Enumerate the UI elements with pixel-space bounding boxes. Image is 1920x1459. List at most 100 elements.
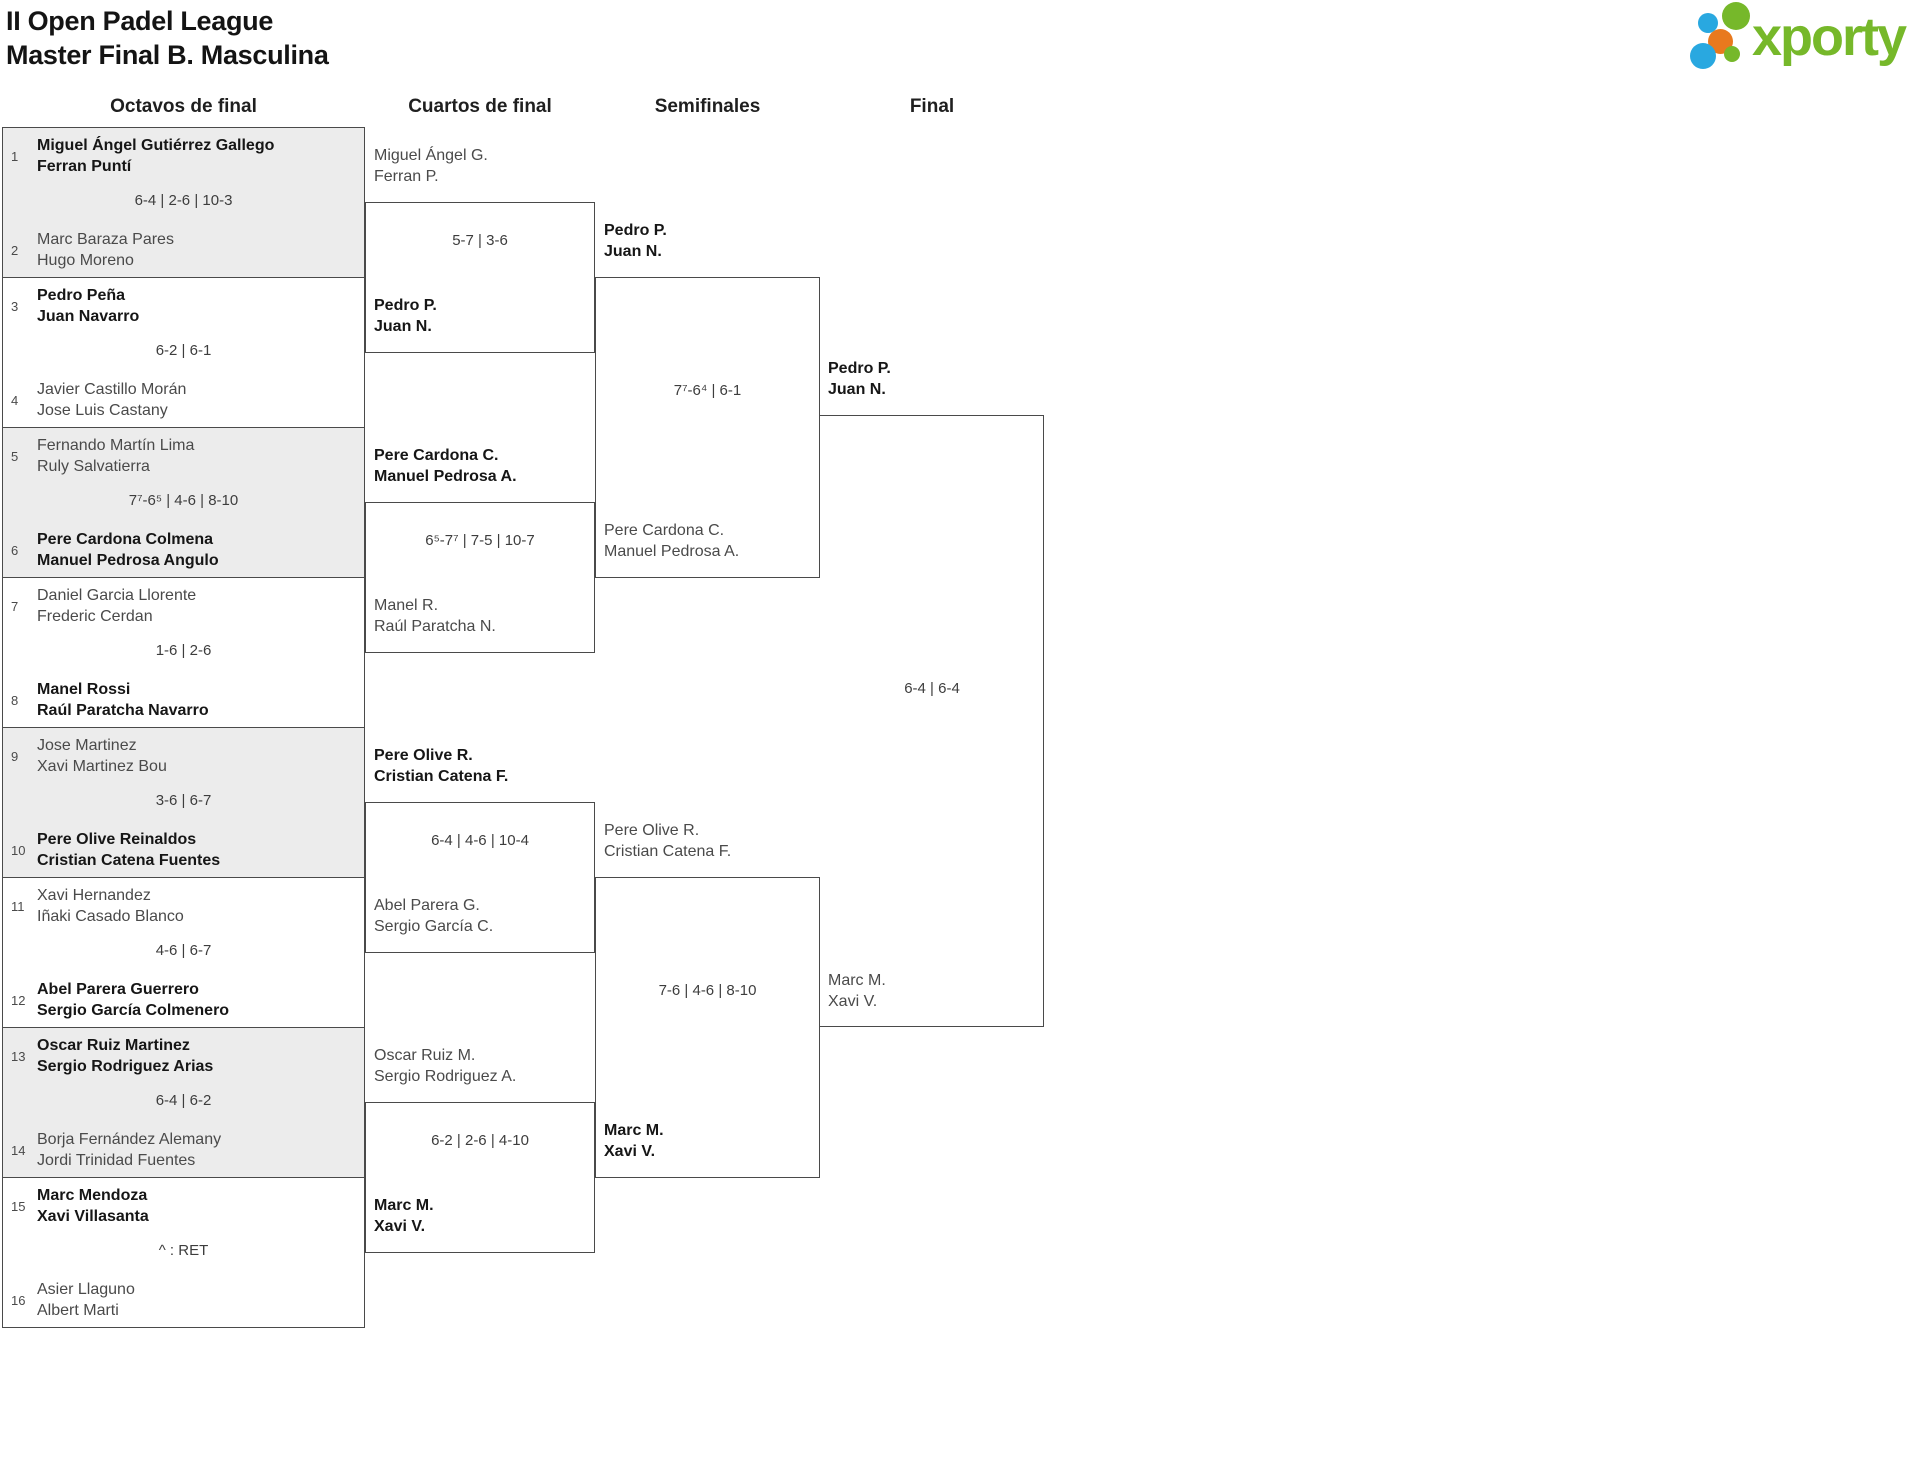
seed-number: 15 bbox=[11, 1198, 26, 1214]
match-score: 7⁷-6⁵ | 4-6 | 8-10 bbox=[128, 492, 239, 509]
qf3-team-bottom: Abel Parera G.Sergio García C. bbox=[374, 897, 494, 935]
round-header-octavos: Octavos de final bbox=[110, 96, 257, 117]
final-score: 6-4 | 6-4 bbox=[904, 680, 960, 697]
xporty-logo[interactable]: xporty bbox=[1688, 0, 1920, 78]
match-score: 6-4 | 2-6 | 10-3 bbox=[134, 192, 233, 209]
match-score: 1-6 | 2-6 bbox=[155, 642, 212, 659]
seed-number: 14 bbox=[11, 1142, 26, 1158]
sf1-score: 7⁷-6⁴ | 6-1 bbox=[673, 382, 742, 399]
seed-number: 9 bbox=[11, 748, 19, 764]
seed-number: 6 bbox=[11, 542, 19, 558]
sf2-team-top: Pere Olive R.Cristian Catena F. bbox=[604, 822, 732, 860]
qf-match-1-box bbox=[365, 202, 595, 353]
seed-number: 3 bbox=[11, 298, 19, 314]
seed-number: 8 bbox=[11, 692, 19, 708]
qf-match-3-box bbox=[365, 802, 595, 953]
logo-dot-blue-small-icon bbox=[1698, 13, 1718, 33]
match-score: 4-6 | 6-7 bbox=[155, 942, 212, 959]
seed-number: 11 bbox=[11, 898, 25, 914]
qf4-team-bottom: Marc M.Xavi V. bbox=[374, 1197, 434, 1235]
qf4-score: 6-2 | 2-6 | 4-10 bbox=[431, 1132, 529, 1149]
final-match-box bbox=[820, 415, 1044, 1027]
qf-match-2-box bbox=[365, 502, 595, 653]
seed-number: 16 bbox=[11, 1292, 26, 1308]
qf2-team-bottom: Manel R.Raúl Paratcha N. bbox=[374, 597, 496, 635]
match-score: 6-4 | 6-2 bbox=[155, 1092, 212, 1109]
seed-number: 7 bbox=[11, 598, 19, 614]
qf2-score: 6⁵-7⁷ | 7-5 | 10-7 bbox=[425, 532, 535, 549]
sf2-team-bottom: Marc M.Xavi V. bbox=[604, 1122, 664, 1160]
round-header-final: Final bbox=[909, 96, 955, 117]
qf4-team-top: Oscar Ruiz M.Sergio Rodriguez A. bbox=[374, 1047, 517, 1085]
qf2-team-top: Pere Cardona C.Manuel Pedrosa A. bbox=[374, 447, 517, 485]
logo-wordmark: xporty bbox=[1752, 7, 1907, 67]
seed-number: 2 bbox=[11, 242, 19, 258]
qf1-team-top: Miguel Ángel G.Ferran P. bbox=[374, 147, 488, 185]
qf-match-4-box bbox=[365, 1102, 595, 1253]
qf1-score: 5-7 | 3-6 bbox=[452, 232, 508, 249]
logo-dot-green-small-icon bbox=[1724, 46, 1740, 62]
match-score: ^ : RET bbox=[158, 1242, 209, 1259]
final-team-top: Pedro P.Juan N. bbox=[828, 360, 891, 398]
seed-number: 1 bbox=[11, 148, 19, 164]
qf3-team-top: Pere Olive R.Cristian Catena F. bbox=[374, 747, 509, 785]
sf2-score: 7-6 | 4-6 | 8-10 bbox=[658, 982, 757, 999]
qf1-team-bottom: Pedro P.Juan N. bbox=[374, 297, 437, 335]
final-team-bottom: Marc M.Xavi V. bbox=[828, 972, 886, 1010]
sf-match-1-box bbox=[595, 277, 820, 578]
logo-dot-blue-large-icon bbox=[1690, 43, 1716, 69]
round-header-cuartos: Cuartos de final bbox=[408, 96, 552, 117]
sf1-team-bottom: Pere Cardona C.Manuel Pedrosa A. bbox=[604, 522, 740, 560]
seed-number: 4 bbox=[11, 392, 19, 408]
seed-number: 13 bbox=[11, 1048, 26, 1064]
seed-number: 10 bbox=[11, 842, 26, 858]
qf3-score: 6-4 | 4-6 | 10-4 bbox=[431, 832, 529, 849]
sf-match-2-box bbox=[595, 877, 820, 1178]
match-score: 3-6 | 6-7 bbox=[155, 792, 212, 809]
round-header-semifinales: Semifinales bbox=[654, 96, 761, 117]
sf1-team-top: Pedro P.Juan N. bbox=[604, 222, 667, 260]
seed-number: 5 bbox=[11, 448, 19, 464]
logo-dot-green-large-icon bbox=[1722, 2, 1750, 30]
